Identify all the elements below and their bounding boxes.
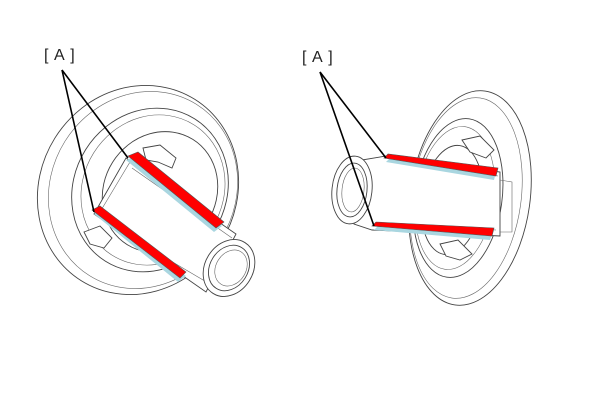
leader-line-left-lower [61, 69, 95, 213]
right-highlight-lower [371, 221, 495, 240]
right-callout: [ A ] [302, 49, 387, 227]
left-shaft-body [93, 157, 256, 297]
left-callout: [ A ] [44, 47, 129, 213]
left-highlight-upper [126, 151, 225, 232]
left-shaft-assembly [36, 84, 256, 297]
callout-label-left: [ A ] [44, 47, 76, 64]
callout-label-right: [ A ] [302, 49, 334, 66]
right-hub-keys [439, 135, 495, 261]
leader-line-right-upper [319, 71, 387, 159]
leader-line-right-lower [319, 71, 375, 227]
left-highlight-lower [91, 205, 187, 282]
right-highlight-upper [383, 153, 499, 180]
right-shaft-assembly [331, 90, 532, 306]
leader-line-left-upper [61, 69, 129, 159]
left-hub-keys [83, 144, 177, 249]
